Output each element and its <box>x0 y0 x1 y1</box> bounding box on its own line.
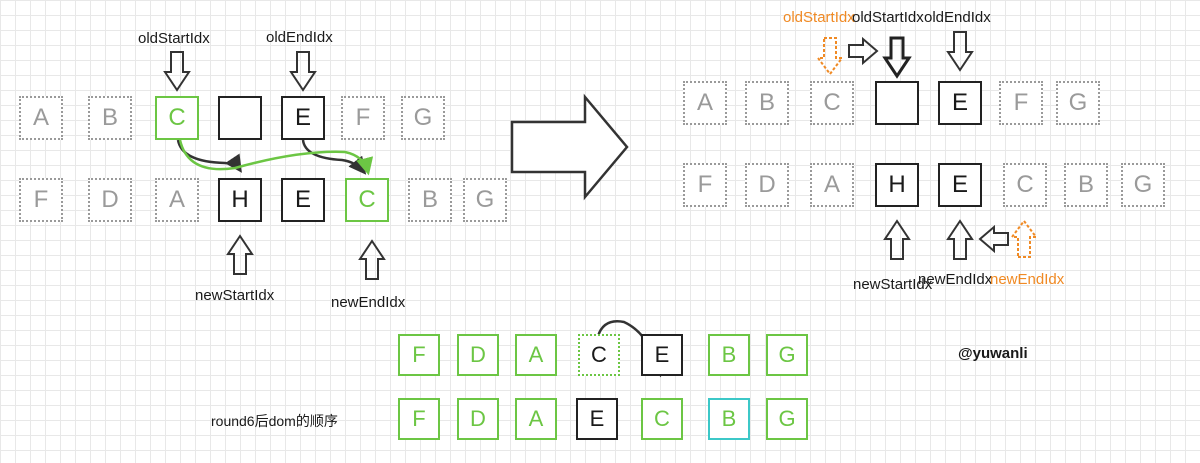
node-B: B <box>708 334 750 376</box>
node-B: B <box>745 81 789 125</box>
up-arrow-icon <box>358 239 386 280</box>
node-F: F <box>19 178 63 222</box>
node-A: A <box>810 163 854 207</box>
node-E: E <box>641 334 683 376</box>
up-arrow-icon <box>883 219 911 260</box>
move-curve-dark <box>176 139 242 173</box>
down-arrow-bold-icon <box>882 36 912 79</box>
node-B: B <box>408 178 452 222</box>
new-end-prev-label: newEndIdx <box>990 271 1065 288</box>
move-curve-green <box>178 139 374 176</box>
up-arrow-icon <box>226 234 254 275</box>
right-arrow-small-icon <box>848 36 879 66</box>
node-F: F <box>999 81 1043 125</box>
node-B: B <box>1064 163 1108 207</box>
new-start-label: newStartIdx <box>195 287 275 304</box>
node-D: D <box>457 398 499 440</box>
down-arrow-icon <box>289 51 317 92</box>
node-C: C <box>641 398 683 440</box>
up-arrow-icon <box>946 219 974 260</box>
node-E: E <box>576 398 618 440</box>
node-C: C <box>345 178 389 222</box>
old-end-label: oldEndIdx <box>924 9 991 26</box>
node-D: D <box>457 334 499 376</box>
dom-order-caption: round6后dom的顺序 <box>211 413 338 429</box>
node-B: B <box>708 398 750 440</box>
node-F: F <box>341 96 385 140</box>
old-start-label: oldStartIdx <box>852 9 924 26</box>
node-G: G <box>463 178 507 222</box>
node-C: C <box>578 334 620 376</box>
watermark: @yuwanli <box>958 345 1028 362</box>
node-G: G <box>766 334 808 376</box>
node-G: G <box>401 96 445 140</box>
node-G: G <box>1121 163 1165 207</box>
node-E: E <box>281 96 325 140</box>
down-arrow-icon <box>163 51 191 92</box>
node-empty <box>875 81 919 125</box>
up-arrow-dashed-icon <box>1010 219 1038 258</box>
old-start-prev-label: oldStartIdx <box>783 9 855 26</box>
move-curve-dark <box>301 139 367 175</box>
node-G: G <box>766 398 808 440</box>
node-E: E <box>281 178 325 222</box>
node-F: F <box>398 334 440 376</box>
node-C: C <box>810 81 854 125</box>
node-G: G <box>1056 81 1100 125</box>
node-E: E <box>938 163 982 207</box>
node-A: A <box>515 398 557 440</box>
left-arrow-small-icon <box>978 224 1009 254</box>
node-H: H <box>218 178 262 222</box>
node-A: A <box>155 178 199 222</box>
node-D: D <box>88 178 132 222</box>
new-end-label: newEndIdx <box>918 271 993 288</box>
new-end-label: newEndIdx <box>331 294 406 311</box>
down-arrow-icon <box>946 31 974 72</box>
node-F: F <box>683 163 727 207</box>
node-empty <box>218 96 262 140</box>
down-arrow-dashed-icon <box>816 37 844 76</box>
node-A: A <box>515 334 557 376</box>
node-D: D <box>745 163 789 207</box>
node-A: A <box>683 81 727 125</box>
right-arrow-icon <box>510 93 629 201</box>
node-B: B <box>88 96 132 140</box>
node-A: A <box>19 96 63 140</box>
old-end-label: oldEndIdx <box>266 29 333 46</box>
node-C: C <box>155 96 199 140</box>
node-F: F <box>398 398 440 440</box>
new-start-label: newStartIdx <box>853 276 933 293</box>
node-C: C <box>1003 163 1047 207</box>
node-E: E <box>938 81 982 125</box>
node-H: H <box>875 163 919 207</box>
old-start-label: oldStartIdx <box>138 30 210 47</box>
